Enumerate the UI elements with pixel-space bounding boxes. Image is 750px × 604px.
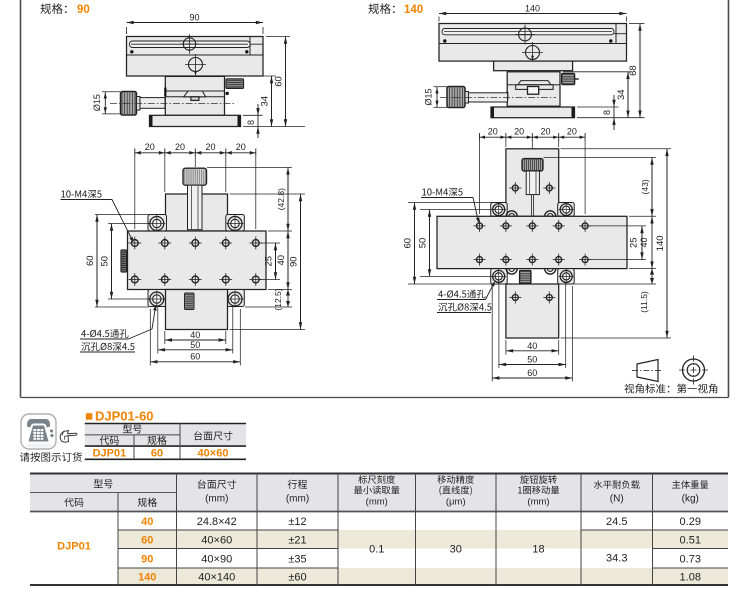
- svg-text:(42.8): (42.8): [276, 188, 286, 210]
- svg-text:(kg): (kg): [682, 494, 699, 505]
- svg-text:±12: ±12: [288, 516, 306, 528]
- svg-text:40×140: 40×140: [198, 572, 235, 584]
- svg-text:(mm): (mm): [205, 494, 228, 505]
- svg-text:20: 20: [540, 126, 550, 136]
- svg-text:40: 40: [190, 330, 200, 340]
- svg-text:68: 68: [628, 65, 639, 76]
- svg-text:8: 8: [602, 110, 612, 115]
- svg-text:DJP01: DJP01: [93, 448, 127, 460]
- svg-text:(N): (N): [610, 494, 624, 505]
- svg-text:50: 50: [190, 340, 200, 350]
- svg-text:20: 20: [175, 142, 185, 152]
- svg-text:Ø15: Ø15: [92, 94, 102, 111]
- svg-text:60: 60: [274, 76, 285, 87]
- svg-text:40×60: 40×60: [201, 534, 232, 546]
- svg-text:20: 20: [514, 126, 524, 136]
- svg-text:90: 90: [141, 553, 153, 565]
- svg-text:60: 60: [141, 534, 153, 546]
- svg-text:34.3: 34.3: [606, 553, 627, 565]
- svg-text:(mm): (mm): [527, 497, 549, 508]
- svg-text:8: 8: [246, 120, 256, 125]
- svg-text:0.29: 0.29: [680, 516, 701, 528]
- svg-text:60: 60: [190, 352, 200, 362]
- svg-text:1.08: 1.08: [680, 572, 701, 584]
- svg-text:40: 40: [141, 516, 153, 528]
- svg-text:40: 40: [527, 341, 537, 351]
- svg-text:50: 50: [100, 256, 111, 267]
- svg-text:±21: ±21: [288, 534, 306, 546]
- svg-text:60: 60: [527, 368, 537, 378]
- svg-text:30: 30: [450, 544, 462, 556]
- svg-text:(43): (43): [640, 179, 650, 194]
- svg-text:90: 90: [189, 13, 199, 23]
- svg-text:40×90: 40×90: [201, 553, 232, 565]
- svg-text:±35: ±35: [288, 553, 306, 565]
- svg-text:140: 140: [138, 572, 156, 584]
- svg-text:0.1: 0.1: [369, 544, 384, 556]
- svg-text:24.8×42: 24.8×42: [197, 516, 237, 528]
- svg-text:(μm): (μm): [446, 497, 466, 508]
- svg-text:Ø15: Ø15: [424, 88, 434, 105]
- svg-text:DJP01: DJP01: [57, 541, 91, 553]
- svg-text:40: 40: [276, 255, 287, 266]
- svg-text:60: 60: [403, 238, 414, 249]
- svg-text:25: 25: [629, 237, 640, 248]
- svg-text:50: 50: [527, 355, 537, 365]
- svg-text:40×60: 40×60: [198, 448, 229, 460]
- svg-text:DJP01-60: DJP01-60: [95, 409, 154, 424]
- svg-text:90: 90: [289, 256, 300, 267]
- svg-text:(mm): (mm): [366, 497, 388, 508]
- svg-text:(12.5): (12.5): [273, 288, 283, 310]
- svg-text:60: 60: [85, 255, 96, 266]
- svg-text:90: 90: [77, 4, 90, 16]
- svg-text:18: 18: [532, 544, 544, 556]
- svg-text:±60: ±60: [288, 572, 306, 584]
- svg-text:60: 60: [151, 448, 163, 460]
- svg-text:50: 50: [418, 238, 429, 249]
- svg-text:20: 20: [206, 142, 216, 152]
- svg-text:140: 140: [404, 4, 423, 16]
- svg-text:20: 20: [488, 126, 498, 136]
- svg-text:0.51: 0.51: [680, 534, 701, 546]
- svg-text:(11.5): (11.5): [639, 291, 649, 313]
- svg-text:140: 140: [655, 235, 666, 251]
- svg-text:20: 20: [145, 142, 155, 152]
- svg-text:140: 140: [525, 4, 540, 14]
- svg-text:25: 25: [264, 256, 275, 267]
- svg-text:34: 34: [616, 89, 627, 100]
- svg-text:(mm): (mm): [286, 494, 309, 505]
- svg-text:0.73: 0.73: [680, 553, 701, 565]
- svg-text:34: 34: [260, 96, 271, 107]
- svg-text:20: 20: [567, 126, 577, 136]
- svg-text:40: 40: [639, 237, 649, 247]
- svg-text:24.5: 24.5: [606, 516, 627, 528]
- svg-text:20: 20: [236, 142, 246, 152]
